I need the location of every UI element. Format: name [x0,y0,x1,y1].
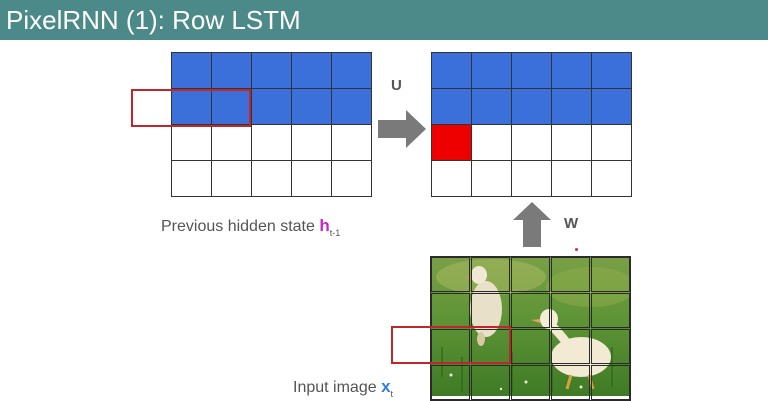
previous-state-cell [252,161,291,196]
input-image-cell [551,293,590,328]
previous-hidden-state-grid [171,52,372,197]
title-bar: PixelRNN (1): Row LSTM [0,0,768,40]
current-state-cell [432,53,471,88]
current-state-cell [432,161,471,196]
previous-state-cell [292,125,331,160]
current-state-cell [512,89,551,124]
h-symbol: h [319,216,330,235]
previous-state-cell [292,161,331,196]
current-state-cell [552,53,591,88]
input-image-window [391,326,511,364]
previous-state-cell [172,125,211,160]
current-state-cell [472,161,511,196]
previous-state-cell [212,53,251,88]
previous-state-cell [212,89,251,124]
input-image-cell [591,329,630,364]
input-image-cell [471,257,510,292]
previous-state-cell [292,89,331,124]
input-image-cell [551,365,590,400]
up-arrow-icon [513,202,551,247]
previous-hidden-state-caption: Previous hidden state ht-1 [161,216,341,238]
input-image-cell [431,365,470,400]
current-hidden-state-grid [431,52,632,197]
input-image-cell [471,365,510,400]
current-state-cell [592,125,631,160]
current-state-cell [472,53,511,88]
u-label: U [391,77,402,94]
previous-state-cell [252,125,291,160]
x-symbol: x [381,377,391,396]
current-state-cell [552,125,591,160]
current-state-cell [512,53,551,88]
current-state-cell [512,125,551,160]
previous-state-cell [172,53,211,88]
input-image-cell [591,365,630,400]
previous-state-cell [172,89,211,124]
h-subscript: t-1 [329,228,341,238]
input-image-cell [431,257,470,292]
input-image-cell [511,257,550,292]
input-image-caption: Input image xt [293,377,394,399]
current-state-cell [592,89,631,124]
right-arrow-icon [378,110,426,148]
previous-state-cell [332,53,371,88]
previous-caption-text: Previous hidden state [161,218,320,235]
current-state-cell [432,125,471,160]
current-state-cell [512,161,551,196]
previous-state-cell [332,89,371,124]
current-state-cell [472,89,511,124]
x-subscript: t [390,389,394,399]
input-image-cell [591,293,630,328]
previous-state-cell [212,125,251,160]
input-image-cell [511,329,550,364]
input-image-cell [551,257,590,292]
input-image-cell [511,365,550,400]
previous-state-cell [252,89,291,124]
current-state-cell [592,161,631,196]
input-image-cell [511,293,550,328]
w-label: W [564,215,579,232]
previous-state-cell [292,53,331,88]
previous-state-cell [212,161,251,196]
current-state-cell [432,89,471,124]
pointer-dot [575,248,578,251]
previous-state-cell [252,53,291,88]
previous-state-window [131,89,251,127]
current-state-cell [472,125,511,160]
current-state-cell [552,161,591,196]
input-image-cell [551,329,590,364]
input-caption-text: Input image [293,379,382,396]
input-image-cell [431,293,470,328]
current-state-cell [592,53,631,88]
previous-state-cell [332,125,371,160]
previous-state-cell [332,161,371,196]
previous-state-cell [172,161,211,196]
current-state-cell [552,89,591,124]
input-image-cell [591,257,630,292]
slide-title: PixelRNN (1): Row LSTM [6,5,301,35]
input-image-cell [471,293,510,328]
